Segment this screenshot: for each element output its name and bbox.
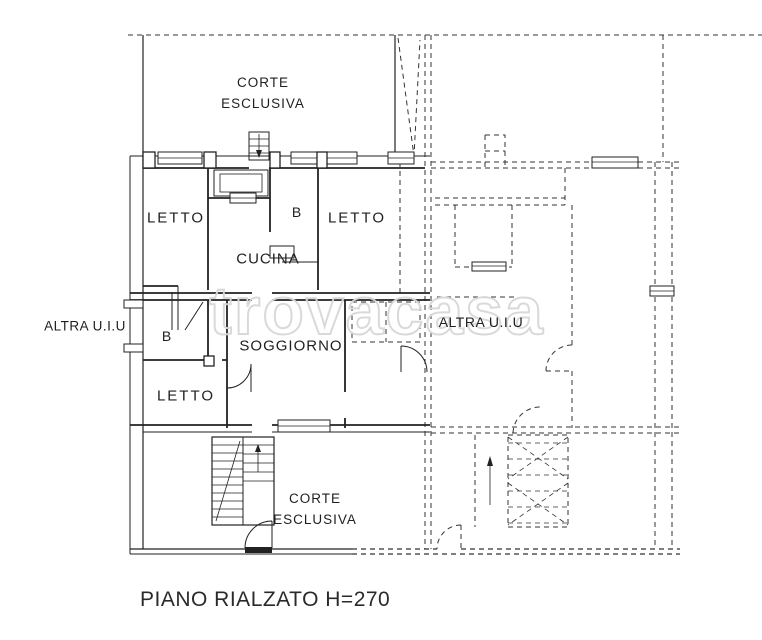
facade-windows — [130, 151, 639, 169]
outer-walls — [129, 35, 396, 555]
internal-walls — [123, 168, 675, 433]
room-label-line: CORTE — [236, 75, 289, 91]
room-label-line: CORTE — [288, 491, 341, 507]
room-label-bath-top: B — [291, 204, 303, 221]
plan-title: PIANO RIALZATO H=270 — [140, 588, 391, 611]
room-label-line: ESCLUSIVA — [221, 96, 305, 111]
room-label-cucina: CUCINA — [236, 250, 300, 268]
entry-steps — [248, 131, 270, 161]
room-label-line: ESCLUSIVA — [273, 512, 357, 527]
room-label-corte-esclusiva-top: CORTE ESCLUSIVA — [221, 73, 305, 115]
doors — [226, 345, 428, 553]
room-label-altra-uiu-left: ALTRA U.I.U — [44, 318, 126, 334]
room-label-letto-top-left: LETTO — [146, 209, 206, 227]
room-label-corte-esclusiva-bottom: CORTE ESCLUSIVA — [273, 489, 357, 531]
room-label-altra-uiu-right: ALTRA U.I.U — [438, 314, 524, 331]
room-label-bath-mid-left: B — [161, 328, 173, 345]
room-label-soggiorno: SOGGIORNO — [239, 337, 343, 355]
staircase — [211, 436, 493, 526]
dashed-walls — [128, 34, 762, 555]
room-label-letto-top-mid: LETTO — [327, 209, 387, 227]
room-label-letto-bottom-left: LETTO — [156, 387, 216, 405]
